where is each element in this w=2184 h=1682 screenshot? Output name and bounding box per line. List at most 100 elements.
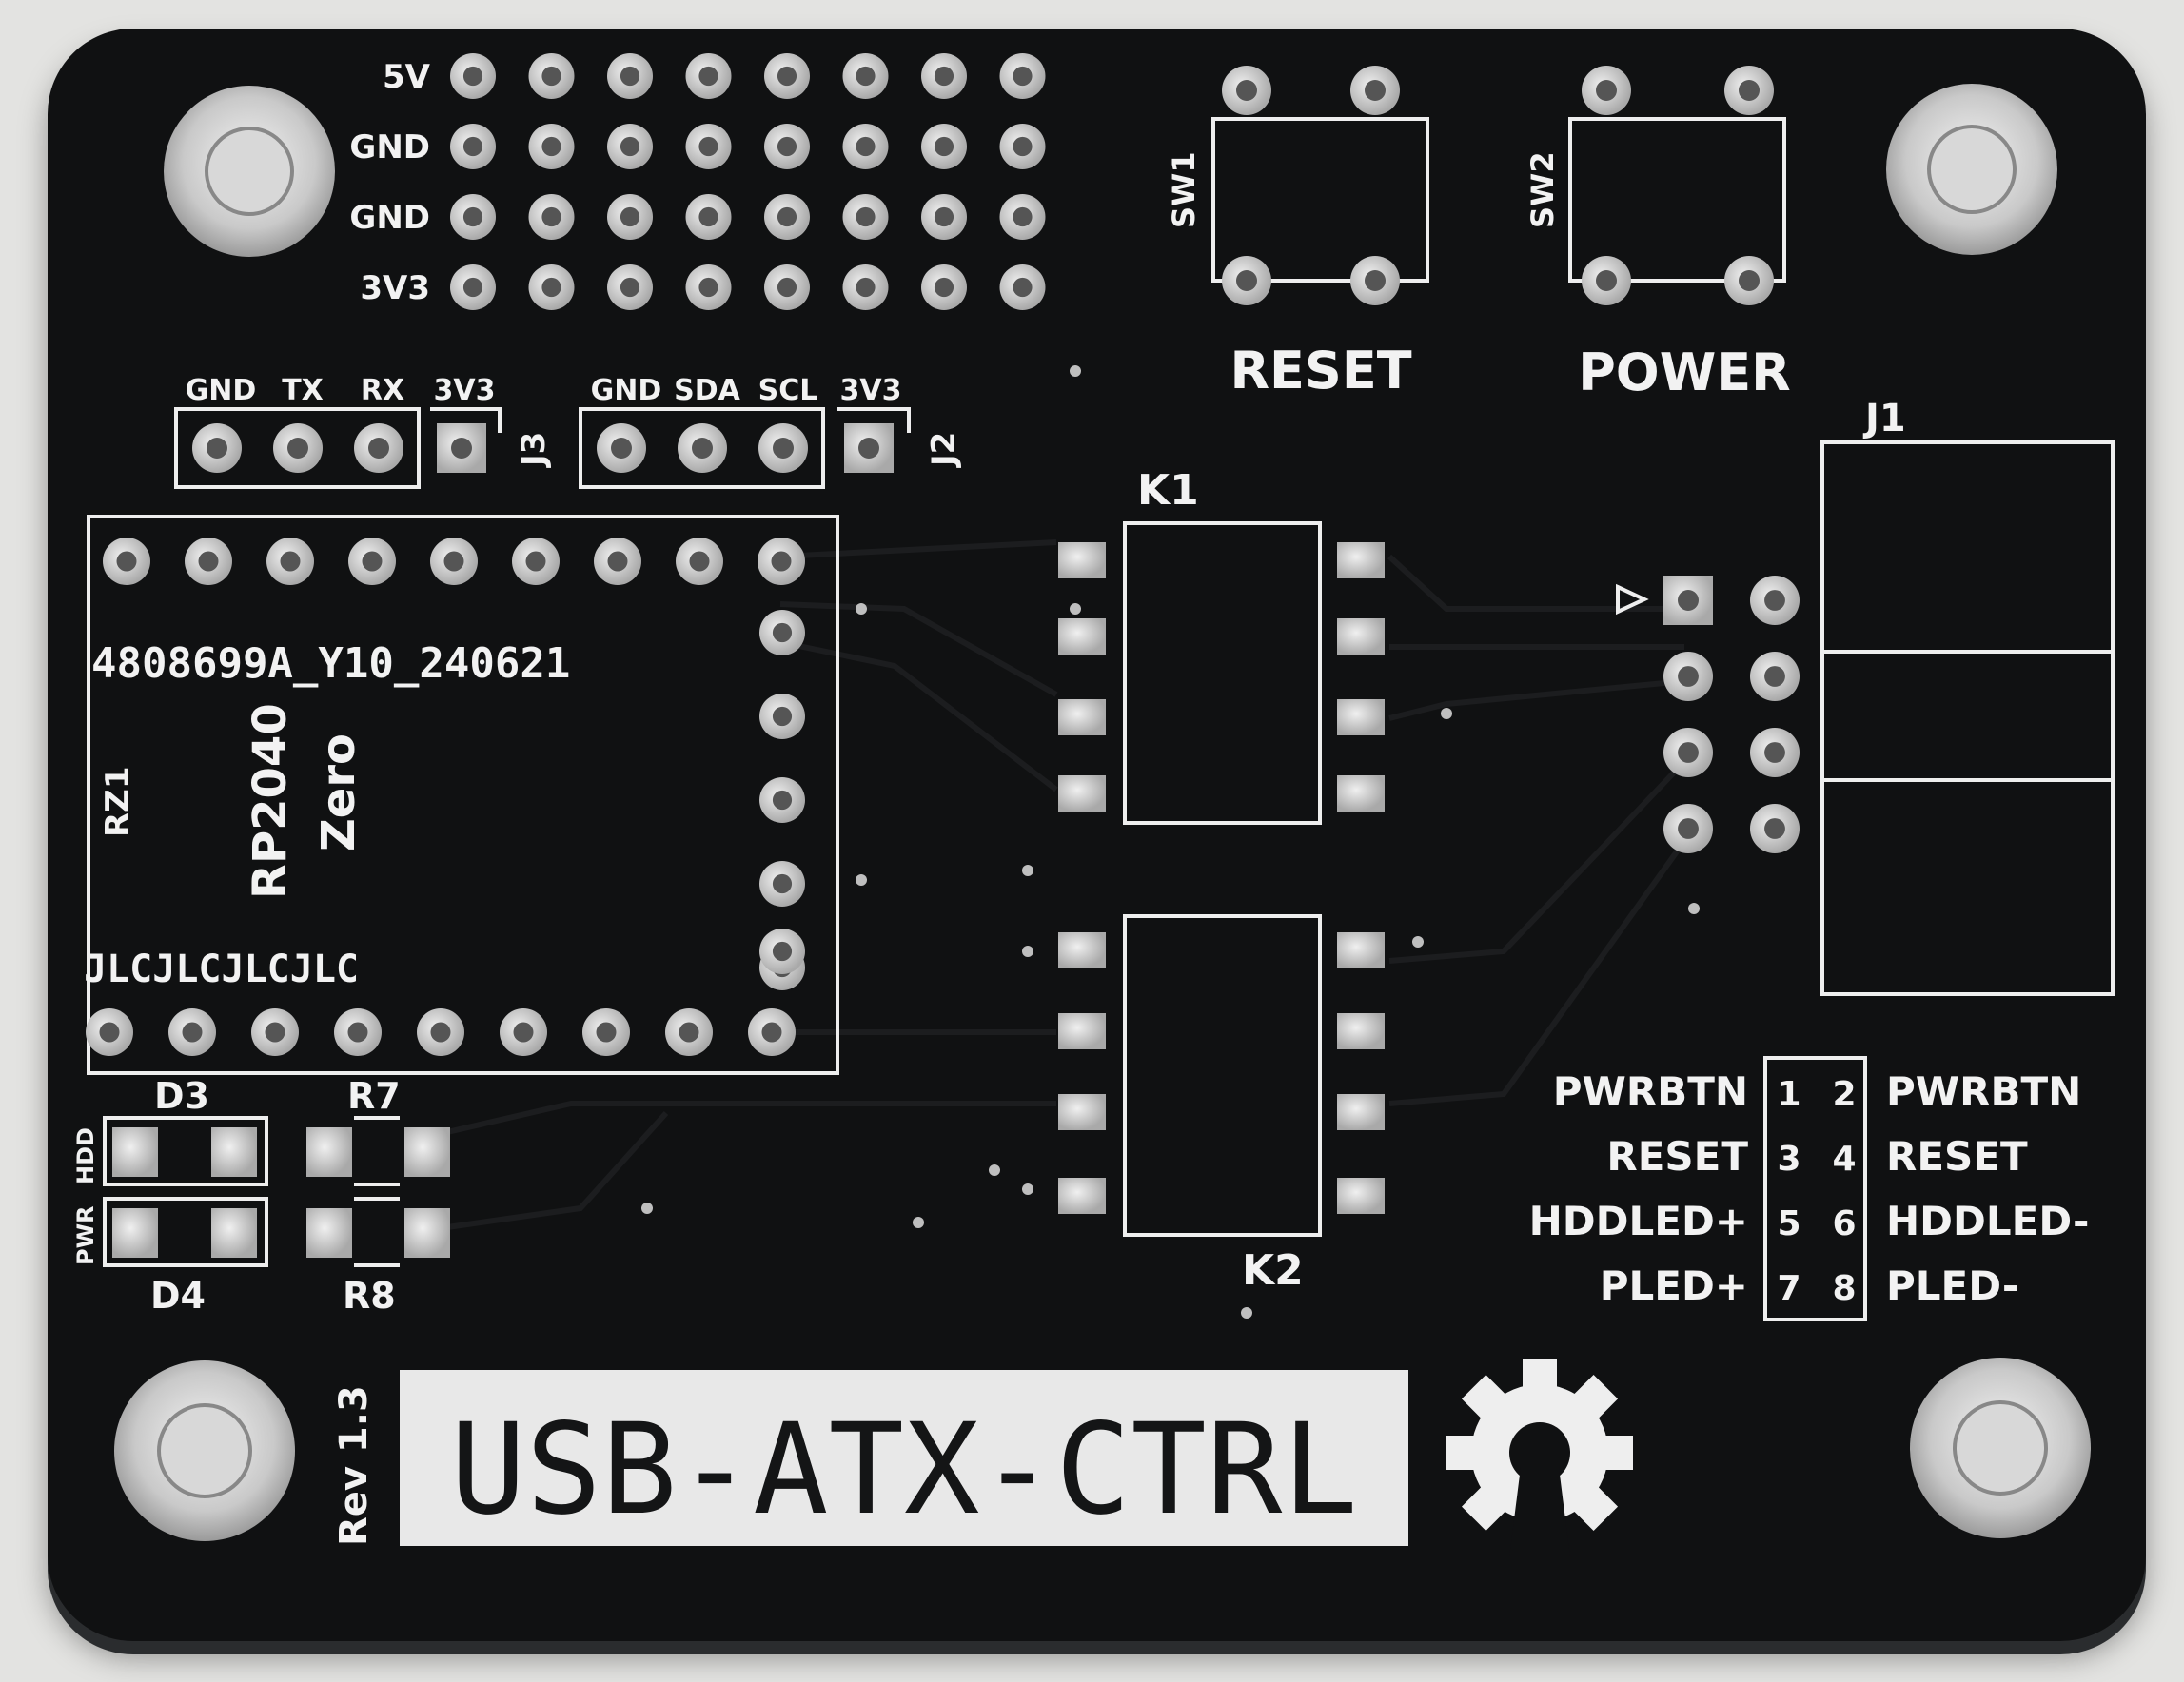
rp2040-zero-module: 4808699A_Y10_240621 RZ1 RP2040 Zero JLCJ… — [84, 515, 839, 1075]
via — [989, 1164, 1000, 1176]
through-hole-pad — [607, 264, 653, 310]
through-hole-pad — [748, 1008, 796, 1056]
through-hole-pad — [999, 264, 1046, 310]
pinout-left-3: HDDLED+ — [1529, 1198, 1748, 1244]
through-hole-pad — [758, 538, 805, 585]
title-plate: USB-ATX-CTRL Rev 1.3 — [332, 1370, 1408, 1546]
through-hole-pad — [842, 264, 889, 310]
hdd-led-label: HDD — [72, 1127, 99, 1184]
pinout-pin-7: 7 — [1777, 1269, 1800, 1308]
pinout-right-3: HDDLED- — [1886, 1198, 2089, 1244]
through-hole-pad — [607, 124, 653, 169]
pinout-pin-8: 8 — [1832, 1269, 1856, 1308]
module-ref: RZ1 — [99, 767, 137, 838]
through-hole-pad — [759, 610, 805, 655]
k1-relay: K1 — [1058, 466, 1385, 825]
j3-pin-3v3: 3V3 — [434, 374, 496, 407]
pinout-pin-1: 1 — [1777, 1075, 1800, 1114]
j1-pins — [1663, 576, 1800, 853]
through-hole-pad — [528, 124, 575, 169]
through-hole-pad — [86, 1008, 133, 1056]
through-hole-pad — [685, 264, 732, 310]
through-hole-pad — [1663, 804, 1713, 853]
through-hole-pad — [185, 538, 232, 585]
through-hole-pad — [1663, 728, 1713, 777]
through-hole-pad — [764, 53, 810, 99]
through-hole-pad — [921, 124, 967, 169]
pinout-right-1: PWRBTN — [1886, 1068, 2081, 1115]
through-hole-pad — [417, 1008, 464, 1056]
through-hole-pad — [430, 538, 478, 585]
copper-traces — [446, 539, 1697, 1230]
through-hole-pad — [999, 194, 1046, 240]
via — [856, 874, 867, 886]
through-hole-pad — [759, 694, 805, 739]
j2-ref: J2 — [925, 432, 963, 468]
power-label-gnd-2: GND — [349, 199, 430, 237]
via — [1022, 865, 1033, 876]
through-hole-pad — [500, 1008, 547, 1056]
through-hole-pad — [334, 1008, 382, 1056]
d3-ref: D3 — [154, 1075, 209, 1117]
via — [1022, 946, 1033, 957]
j1-front-panel-connector: J1 — [1616, 397, 2115, 996]
via — [913, 1217, 924, 1228]
power-label-5v: 5V — [383, 58, 431, 96]
through-hole-pad — [921, 194, 967, 240]
via — [641, 1203, 653, 1214]
through-hole-pad — [528, 194, 575, 240]
through-hole-pad — [450, 194, 496, 240]
via — [1441, 708, 1452, 719]
board-title: USB-ATX-CTRL — [450, 1397, 1358, 1543]
through-hole-pad — [266, 538, 314, 585]
r8-ref: R8 — [343, 1275, 396, 1317]
through-hole-pad — [665, 1008, 713, 1056]
reset-button-label: RESET — [1230, 341, 1411, 401]
through-hole-pad — [348, 538, 396, 585]
r7-ref: R7 — [347, 1075, 401, 1117]
through-hole-pad — [168, 1008, 216, 1056]
power-header-grid — [450, 53, 1046, 310]
power-header-labels: 5V GND GND 3V3 — [349, 58, 430, 307]
through-hole-pad — [764, 124, 810, 169]
through-hole-pad — [1663, 652, 1713, 701]
pinout-right-4: PLED- — [1886, 1262, 2018, 1309]
through-hole-pad — [1750, 576, 1800, 625]
mounting-hole-icon — [114, 1360, 295, 1541]
mounting-hole-icon — [164, 86, 335, 257]
pinout-pin-2: 2 — [1832, 1075, 1856, 1114]
module-name-line2: Zero — [312, 733, 365, 851]
mounting-hole-icon — [1886, 84, 2057, 255]
j3-pin-tx: TX — [282, 374, 324, 407]
through-hole-pad — [759, 777, 805, 823]
through-hole-pad — [582, 1008, 630, 1056]
through-hole-pad — [999, 53, 1046, 99]
through-hole-pad — [450, 124, 496, 169]
j2-i2c-header: GND SDA SCL 3V3 J2 — [579, 374, 963, 489]
through-hole-pad — [921, 53, 967, 99]
module-top-pins — [103, 538, 805, 585]
through-hole-pad — [1750, 804, 1800, 853]
j1-ref: J1 — [1862, 397, 1906, 440]
vias — [641, 365, 1700, 1319]
pinout-right-2: RESET — [1886, 1133, 2028, 1180]
through-hole-pad — [685, 53, 732, 99]
power-label-3v3: 3V3 — [360, 269, 430, 307]
mounting-hole-icon — [1910, 1358, 2091, 1538]
pinout-left-2: RESET — [1606, 1133, 1748, 1180]
through-hole-pad — [759, 861, 805, 907]
pinout-pin-3: 3 — [1777, 1140, 1800, 1179]
through-hole-pad — [528, 53, 575, 99]
via — [856, 603, 867, 615]
through-hole-pad — [764, 264, 810, 310]
through-hole-pad — [528, 264, 575, 310]
sw2-button-footprint: SW2 POWER — [1525, 66, 1791, 402]
via — [1070, 603, 1081, 615]
pinout-left-4: PLED+ — [1600, 1262, 1748, 1309]
power-button-label: POWER — [1578, 342, 1791, 402]
j2-pin-sda: SDA — [674, 374, 741, 407]
k2-relay: K2 — [1058, 914, 1385, 1295]
j3-uart-header: GND TX RX 3V3 J3 — [174, 374, 553, 489]
